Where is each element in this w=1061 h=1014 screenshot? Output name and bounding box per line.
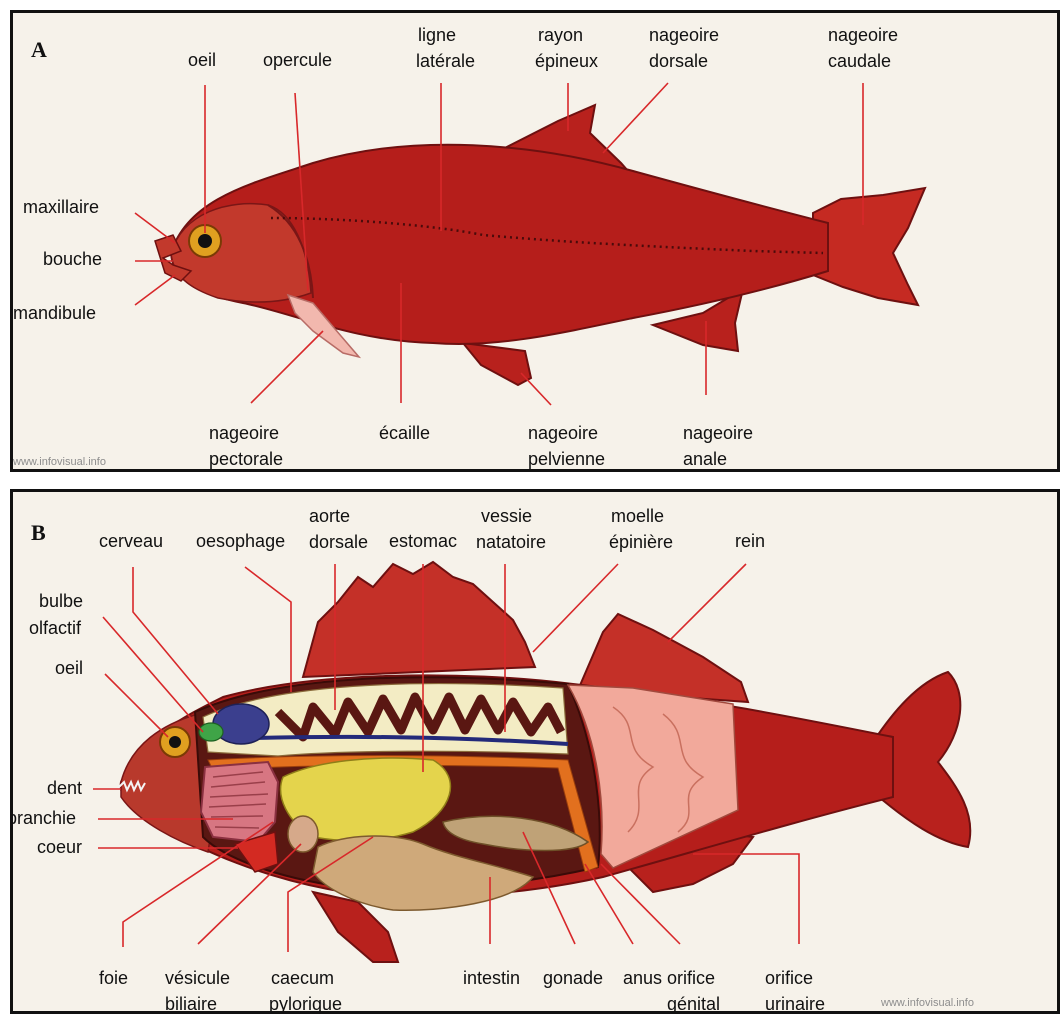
label-oeil: oeil [188, 50, 216, 70]
watermark-b: www.infovisual.info [880, 997, 974, 1009]
caudal-fin-shape [813, 188, 925, 305]
label-moelle-epiniere-2: épinière [609, 532, 673, 552]
label-nageoire-pelvienne-1: nageoire [528, 423, 598, 443]
gall-bladder-shape [288, 816, 318, 852]
label-nageoire-dorsale-2: dorsale [649, 51, 708, 71]
label-intestin: intestin [463, 968, 520, 988]
label-mandibule: mandibule [13, 303, 96, 323]
label-ligne-laterale-2: latérale [416, 51, 475, 71]
label-ligne-laterale-1: ligne [418, 25, 456, 45]
label-maxillaire: maxillaire [23, 197, 99, 217]
label-orifice-genital-2: génital [667, 994, 720, 1011]
label-bulbe-olfactif-2: olfactif [29, 618, 82, 638]
label-nageoire-caudale-2: caudale [828, 51, 891, 71]
brain-shape [213, 704, 269, 744]
pelvic-fin-shape [463, 343, 531, 385]
label-caecum-pylorique-1: caecum [271, 968, 334, 988]
label-nageoire-pectorale-2: pectorale [209, 449, 283, 469]
label-orifice-urinaire-2: urinaire [765, 994, 825, 1011]
label-vessie-natatoire-2: natatoire [476, 532, 546, 552]
label-coeur: coeur [37, 837, 82, 857]
panel-b-letter: B [31, 520, 46, 545]
spiny-dorsal-fin-shape [303, 562, 535, 677]
label-oesophage: oesophage [196, 531, 285, 551]
fish-external-diagram: A oeil opercule ligne latérale rayon épi… [13, 13, 1057, 469]
fish-internal-diagram: B cerveau oesophage aorte dorsale estoma… [13, 492, 1057, 1011]
label-cerveau: cerveau [99, 531, 163, 551]
label-orifice-urinaire-1: orifice [765, 968, 813, 988]
panel-b-internal-anatomy: B cerveau oesophage aorte dorsale estoma… [10, 489, 1060, 1014]
label-vessie-natatoire-1: vessie [481, 506, 532, 526]
label-rayon-epineux-1: rayon [538, 25, 583, 45]
label-dent: dent [47, 778, 82, 798]
label-caecum-pylorique-2: pylorique [269, 994, 342, 1011]
label-estomac: estomac [389, 531, 457, 551]
label-gonade: gonade [543, 968, 603, 988]
label-vesicule-biliaire-2: biliaire [165, 994, 217, 1011]
label-nageoire-anale-2: anale [683, 449, 727, 469]
label-anus: anus [623, 968, 662, 988]
label-nageoire-dorsale-1: nageoire [649, 25, 719, 45]
label-opercule: opercule [263, 50, 332, 70]
label-aorte-dorsale-1: aorte [309, 506, 350, 526]
label-foie: foie [99, 968, 128, 988]
label-nageoire-anale-1: nageoire [683, 423, 753, 443]
label-nageoire-pectorale-1: nageoire [209, 423, 279, 443]
eye-icon [160, 727, 190, 757]
label-branchie: branchie [13, 808, 76, 828]
label-bouche: bouche [43, 249, 102, 269]
label-aorte-dorsale-2: dorsale [309, 532, 368, 552]
label-nageoire-caudale-1: nageoire [828, 25, 898, 45]
panel-a-letter: A [31, 37, 47, 62]
label-nageoire-pelvienne-2: pelvienne [528, 449, 605, 469]
label-orifice-genital-1: orifice [667, 968, 715, 988]
label-ecaille: écaille [379, 423, 430, 443]
label-rayon-epineux-2: épineux [535, 51, 598, 71]
label-bulbe-olfactif-1: bulbe [39, 591, 83, 611]
panel-a-external-anatomy: A oeil opercule ligne latérale rayon épi… [10, 10, 1060, 472]
watermark-a: www.infovisual.info [13, 456, 106, 468]
label-moelle-epiniere-1: moelle [611, 506, 664, 526]
label-rein: rein [735, 531, 765, 551]
label-oeil: oeil [55, 658, 83, 678]
label-vesicule-biliaire-1: vésicule [165, 968, 230, 988]
